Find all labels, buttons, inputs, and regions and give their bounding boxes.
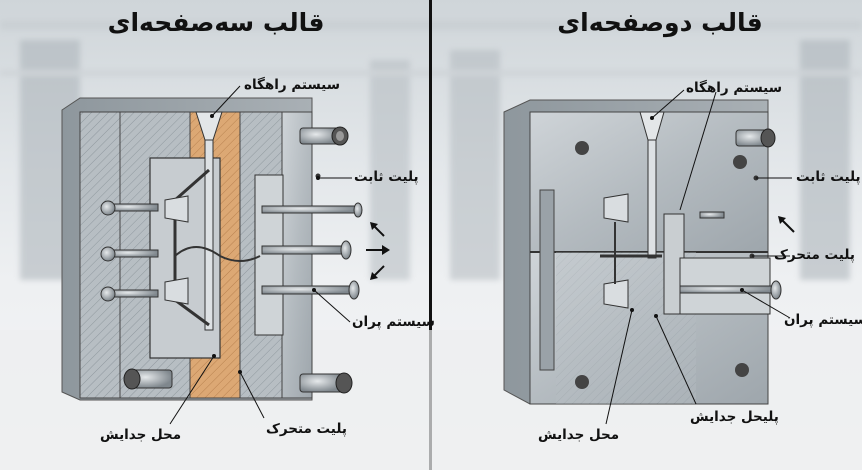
- two-plate-mold: [503, 89, 795, 425]
- right-label-runner-system: سیستم راهگاه: [686, 80, 782, 96]
- left-panel-title: قالب سه‌صفحه‌ای: [107, 8, 325, 37]
- right-panel-title: قالب دوصفحه‌ای: [557, 8, 763, 37]
- right-label-fixed-plate: پلیت ثابت: [796, 169, 861, 185]
- three-plate-mold: [61, 85, 390, 425]
- left-label-parting-line: محل جدایش: [100, 427, 182, 443]
- right-label-ejector-system: سیستم پران: [784, 312, 862, 328]
- left-label-runner-system: سیستم راهگاه: [244, 77, 340, 93]
- right-label-parting-surface: پلیحل جدایش: [690, 409, 779, 425]
- right-label-moving-plate: پلیت متحرک: [774, 247, 855, 263]
- left-label-fixed-plate: پلیت ثابت: [354, 169, 419, 185]
- left-label-moving-plate: پلیت متحرک: [266, 421, 347, 437]
- right-label-parting-line: محل جدایش: [538, 427, 620, 443]
- left-label-ejector-system: سیستم پران: [352, 314, 435, 330]
- panel-divider: [429, 0, 432, 470]
